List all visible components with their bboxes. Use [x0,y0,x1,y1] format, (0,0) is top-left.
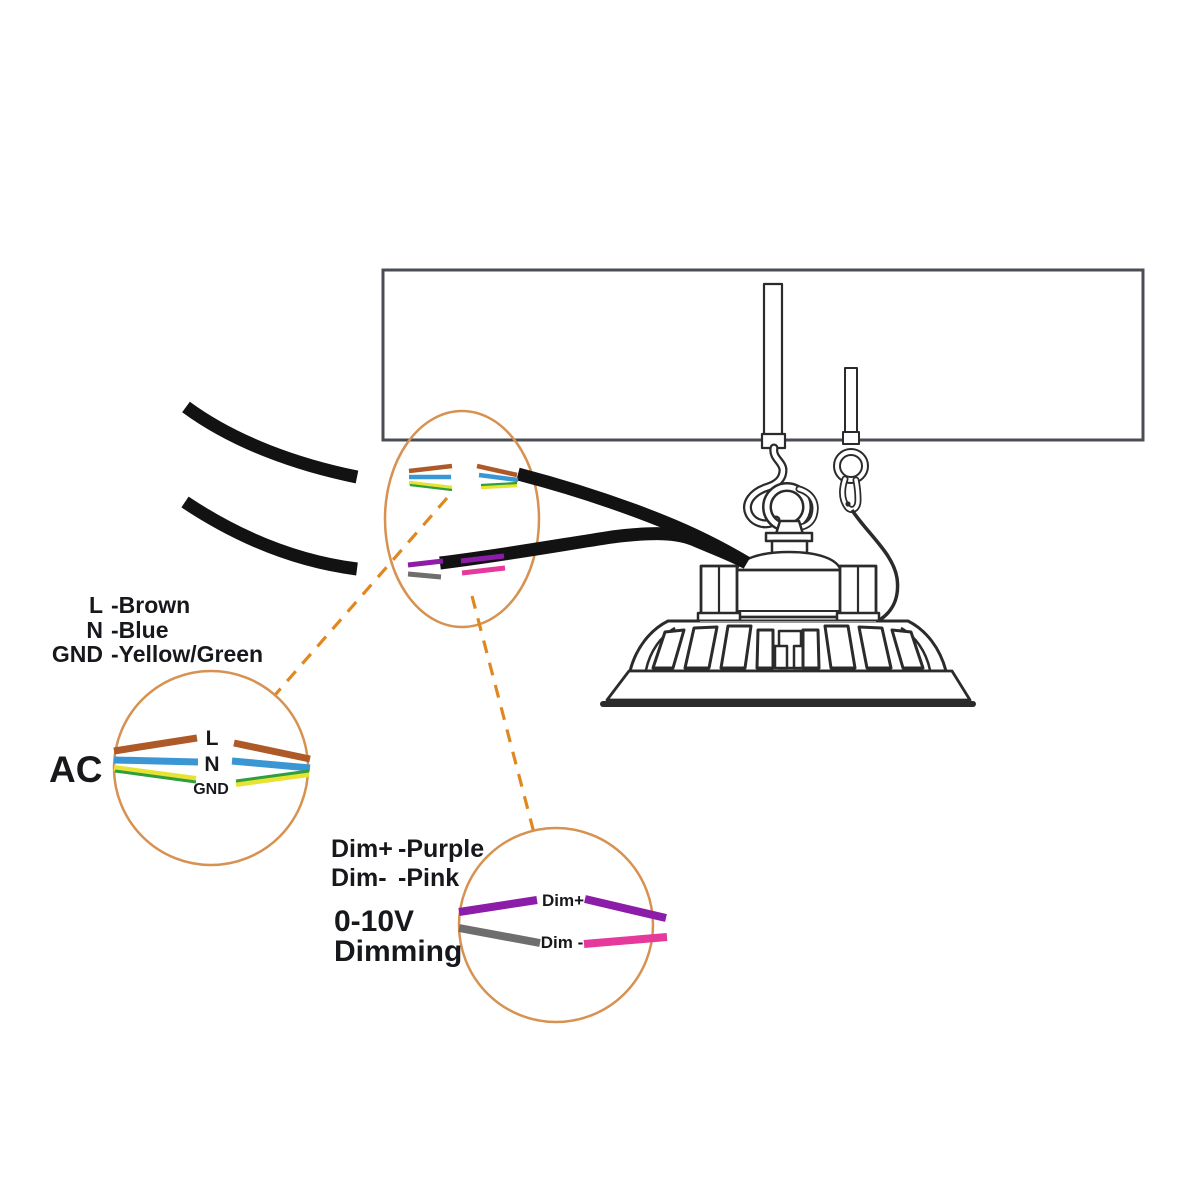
heatsink-fin [755,628,775,670]
wire-dim-plus-purple [458,896,538,916]
dim-wire-label-plus: Dim+ [542,891,584,910]
ac-legend-key-l: L [89,592,103,618]
dim-cable-to-fixture [439,527,749,570]
ac-legend-val-brown: -Brown [111,592,190,618]
reflector-dish [605,669,972,702]
dim-legend-key-plus: Dim+ [331,835,393,863]
fixture-dome [734,550,843,573]
hook [743,443,788,529]
wire-dim-plus-purple [407,558,444,568]
wire-dim-plus-purple [584,895,667,922]
wire-dim-minus-gray [407,571,442,580]
safety-cable [850,509,900,624]
wire-ground-green-stripe [409,483,453,492]
ac-wire-label-gnd: GND [193,781,229,798]
ac-legend-key-n: N [86,617,103,643]
heatsink-fin [823,624,857,670]
wire-ground-green-stripe [114,769,197,784]
wire-ground-yellow-green [235,771,310,787]
dim-legend: Dim+ -Purple Dim- -Pink 0-10V Dimming [331,835,484,968]
wire-ground-yellow-green [113,765,197,782]
driver-box [734,568,843,619]
heatsink-fin [801,628,821,670]
dim-legend-val-pink: -Pink [398,864,459,892]
ufo-fixture [600,519,976,707]
dim-detail-circle: Dim+ Dim - [457,826,668,1024]
wire-ground-yellow-green [408,480,453,491]
wire-live-brown [113,734,198,755]
dim-title-line1: 0-10V [334,905,414,938]
heatsink-fin [890,628,925,670]
ac-splice-wires [408,463,519,492]
heatsink-fin [683,625,719,670]
ac-legend: L -Brown N -Blue GND -Yellow/Green [52,592,263,667]
wire-neutral-blue [478,472,519,483]
callout-line-ac [273,496,449,697]
heatsink-fin [719,624,753,670]
wire-neutral-blue [231,757,311,772]
wire-ground-green-stripe [480,481,518,487]
dim-legend-key-minus: Dim- [331,864,387,892]
ac-wire-label-n: N [204,753,219,776]
wire-live-brown [408,463,453,474]
splice-callout-ellipse [383,409,541,629]
threaded-rod-short [844,367,858,434]
wire-dim-minus-pink [461,565,506,576]
ac-legend-val-blue: -Blue [111,617,169,643]
wire-live-brown [233,739,311,763]
wire-dim-plus-purple [460,553,505,564]
safety-eye-ring [833,448,869,484]
wire-live-brown [476,463,518,478]
ac-legend-key-gnd: GND [52,641,103,667]
ac-label: AC [49,749,102,790]
dim-title-line2: Dimming [334,935,462,968]
wire-neutral-blue [113,756,199,766]
shackle-pin [845,501,851,507]
power-cable-left [182,401,359,484]
dim-cable-left [181,496,358,576]
safety-shackle [839,475,862,514]
dim-legend-val-purple: -Purple [398,835,484,863]
heatsink-post [773,644,789,670]
dim-wire-label-minus: Dim - [541,933,584,952]
dim-splice-wires [407,553,506,580]
callout-line-dim [470,595,536,834]
ac-legend-val-yg: -Yellow/Green [111,641,263,667]
wire-ground-yellow-green [480,482,518,490]
heatsink-fin [651,628,686,670]
threaded-rod-long [762,282,784,437]
ac-detail-circle: L N GND AC [49,669,311,867]
wire-dim-minus-pink [583,933,668,948]
dim-circle-outline [457,826,655,1024]
ac-wire-label-l: L [206,727,219,750]
heatsink-fin [857,625,893,670]
wire-ground-green-stripe [235,769,310,783]
wire-dim-minus-gray [458,924,541,947]
rod-short-cap [842,431,860,445]
